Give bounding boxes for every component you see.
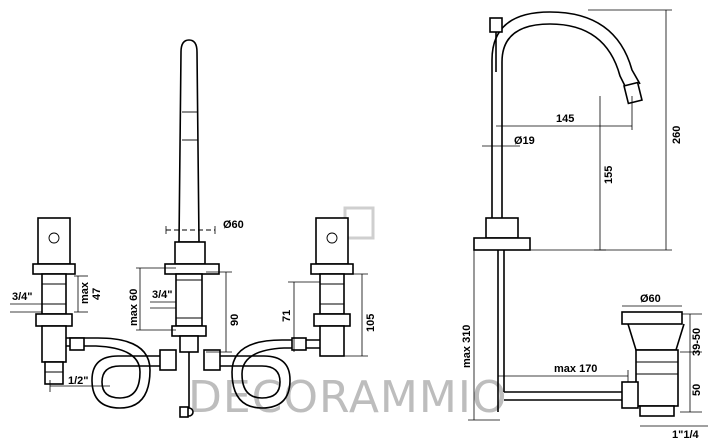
dim-drain-thread: 1"1/4 — [672, 429, 700, 441]
dim-47: 47 — [91, 288, 103, 300]
dim-thread-center: 3/4" — [152, 289, 173, 301]
flex-hoses — [66, 337, 320, 409]
right-valve — [310, 217, 354, 357]
side-spout — [473, 11, 643, 412]
side-dimensions: 145 Ø19 155 260 max 310 max 170 Ø60 39-5… — [461, 9, 708, 441]
dim-max-left: max — [79, 281, 91, 304]
dim-90: 90 — [229, 314, 241, 326]
dim-max310: max 310 — [461, 325, 473, 368]
dim-thread-left: 3/4" — [12, 291, 33, 303]
dim-max60: max 60 — [128, 289, 140, 326]
dim-71: 71 — [281, 310, 293, 322]
center-spout — [164, 39, 220, 418]
left-valve — [32, 217, 76, 385]
dim-155: 155 — [603, 166, 615, 184]
dim-half-inch: 1/2" — [68, 375, 89, 387]
dim-diameter-60: Ø60 — [223, 219, 244, 231]
side-view: 145 Ø19 155 260 max 310 max 170 Ø60 39-5… — [461, 9, 708, 441]
dim-diameter-60: Ø60 — [640, 293, 661, 305]
watermark: DECORAMMIO — [188, 206, 507, 423]
dim-145: 145 — [556, 113, 574, 125]
front-dimensions: Ø60 3/4" max 47 max 60 3/4" 90 71 — [10, 219, 377, 392]
dim-260: 260 — [671, 126, 683, 144]
dim-39-50: 39-50 — [691, 328, 703, 356]
dim-105: 105 — [365, 314, 377, 332]
dim-diameter-19: Ø19 — [514, 135, 535, 147]
dim-max170: max 170 — [554, 363, 597, 375]
drain-body — [621, 311, 685, 417]
dim-50: 50 — [691, 384, 703, 396]
front-view: Ø60 3/4" max 47 max 60 3/4" 90 71 — [10, 39, 377, 418]
watermark-text: DECORAMMIO — [188, 372, 507, 423]
